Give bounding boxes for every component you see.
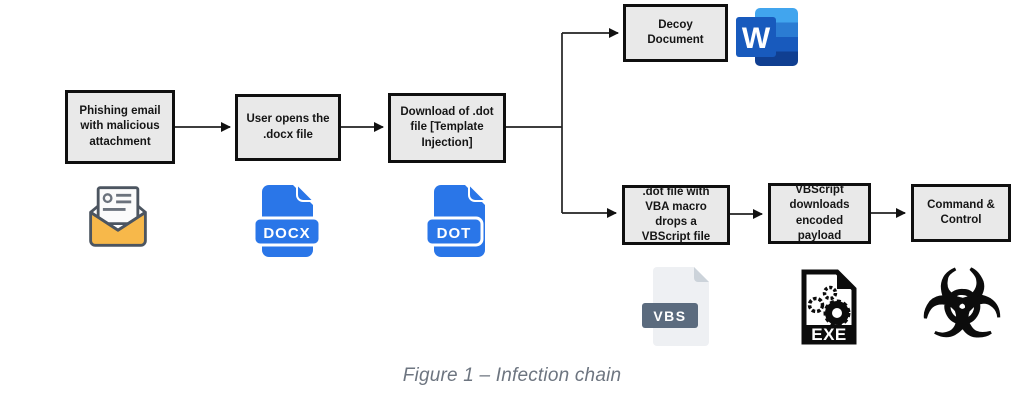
ms-word-icon: W (736, 8, 798, 66)
node-download-dot-file-label: Download of .dot file [Template Injectio… (400, 106, 494, 149)
figure-caption: Figure 1 – Infection chain (402, 365, 622, 386)
malware-biohazard-icon: ☣ (918, 256, 1006, 354)
node-dot-vba-macro-label: .dot file with VBA macro drops a VBScrip… (641, 185, 711, 244)
node-dot-vba-macro: .dot file with VBA macro drops a VBScrip… (622, 185, 730, 245)
vbs-file-icon: VBS (642, 267, 709, 346)
node-decoy-document: Decoy Document (623, 4, 728, 62)
node-command-and-control: Command & Control (911, 184, 1011, 242)
node-vbscript-downloads: VBScript downloads encoded payload (768, 183, 871, 244)
node-command-and-control-label: Command & Control (927, 198, 995, 226)
node-user-opens-docx: User opens the .docx file (235, 94, 341, 161)
dot-file-icon: DOT (424, 184, 489, 257)
vbs-badge-text: VBS (653, 308, 686, 324)
dot-badge-text: DOT (437, 225, 472, 242)
node-download-dot-file: Download of .dot file [Template Injectio… (388, 93, 506, 163)
exe-badge-text: EXE (811, 325, 847, 344)
docx-file-icon: DOCX (252, 184, 322, 257)
phishing-email-envelope-icon (89, 186, 147, 247)
exe-file-icon: EXE (801, 269, 857, 345)
node-vbscript-downloads-label: VBScript downloads encoded payload (789, 184, 850, 242)
docx-badge-text: DOCX (263, 225, 310, 242)
biohazard-glyph: ☣ (919, 251, 1005, 358)
node-decoy-document-label: Decoy Document (647, 18, 704, 46)
word-letter-text: W (742, 22, 771, 55)
node-phishing-email: Phishing email with malicious attachment (65, 90, 175, 164)
node-user-opens-docx-label: User opens the .docx file (246, 113, 330, 141)
node-phishing-email-label: Phishing email with malicious attachment (79, 105, 161, 148)
